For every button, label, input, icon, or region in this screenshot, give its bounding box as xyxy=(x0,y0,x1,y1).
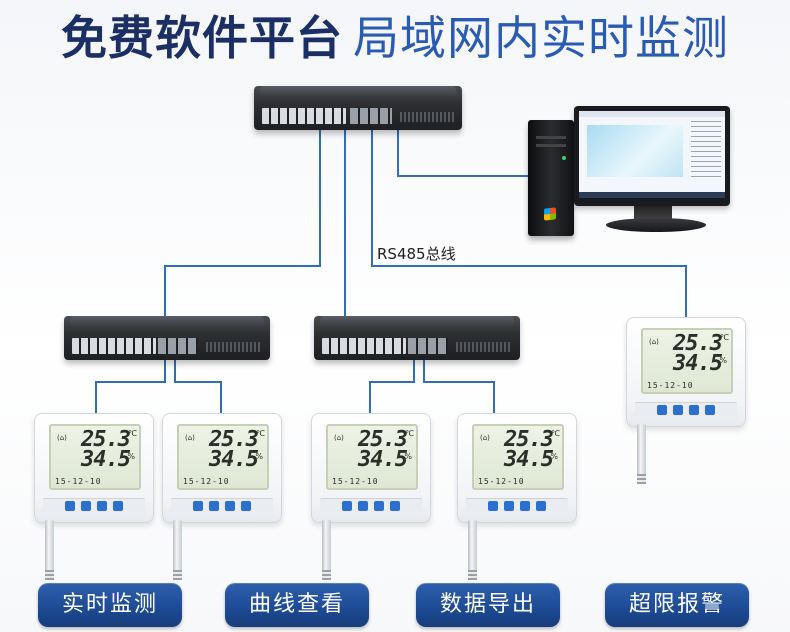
humidity-reading: 34.5 xyxy=(81,447,131,472)
sensor-probe xyxy=(45,520,54,580)
sensor-lcd: (⌂) 25.3 ℃ 34.5 % 15-12-10 xyxy=(49,424,141,490)
temperature-unit: ℃ xyxy=(551,429,560,438)
sensor-keypad xyxy=(320,498,422,513)
temperature-reading: 25.3 xyxy=(673,331,723,356)
feature-button-over-limit-alarm[interactable]: 超限报警 xyxy=(605,583,749,627)
sensor-probe xyxy=(173,520,182,580)
sensor-lcd: (⌂) 25.3 ℃ 34.5 % 15-12-10 xyxy=(641,328,733,394)
temperature-reading: 25.3 xyxy=(504,427,554,452)
wire-rs485-bus xyxy=(371,128,687,318)
temperature-unit: ℃ xyxy=(720,333,729,342)
monitor xyxy=(574,106,730,206)
wire-left-sensor-1 xyxy=(95,358,166,414)
humidity-unit: % xyxy=(404,452,412,461)
sensor-device-5: (⌂) 25.3 ℃ 34.5 % 15-12-10 xyxy=(626,317,746,484)
sensor-keypad xyxy=(171,498,273,513)
title-part-2: 局域网内实时监测 xyxy=(353,11,729,65)
wire-left-sensor-2 xyxy=(174,358,222,414)
sensor-date: 15-12-10 xyxy=(478,477,525,486)
feature-button-data-export[interactable]: 数据导出 xyxy=(416,583,560,627)
sensor-keypad xyxy=(43,498,145,513)
sensor-keypad xyxy=(635,402,737,417)
sensor-probe xyxy=(468,520,477,580)
humidity-reading: 34.5 xyxy=(673,351,723,376)
sensor-lcd: (⌂) 25.3 ℃ 34.5 % 15-12-10 xyxy=(472,424,564,490)
wire-switch-to-pc xyxy=(397,128,530,177)
sensor-device-1: (⌂) 25.3 ℃ 34.5 % 15-12-10 xyxy=(34,413,154,580)
temperature-unit: ℃ xyxy=(128,429,137,438)
sensor-date: 15-12-10 xyxy=(183,477,230,486)
wire-switch-to-left-switch xyxy=(164,128,321,318)
access-switch-middle xyxy=(314,316,520,360)
humidity-reading: 34.5 xyxy=(504,447,554,472)
pc-tower xyxy=(528,120,574,236)
temperature-reading: 25.3 xyxy=(81,427,131,452)
humidity-unit: % xyxy=(255,452,263,461)
sensor-device-3: (⌂) 25.3 ℃ 34.5 % 15-12-10 xyxy=(311,413,431,580)
wire-middle-sensor-1 xyxy=(369,358,415,414)
sensor-date: 15-12-10 xyxy=(55,477,102,486)
monitor-stand xyxy=(634,206,672,220)
temperature-unit: ℃ xyxy=(256,429,265,438)
wire-middle-sensor-2 xyxy=(423,358,495,414)
humidity-reading: 34.5 xyxy=(209,447,259,472)
sensor-date: 15-12-10 xyxy=(647,381,694,390)
rs485-bus-label: RS485总线 xyxy=(377,245,456,263)
title-part-1: 免费软件平台 xyxy=(61,11,343,65)
sensor-keypad xyxy=(466,498,568,513)
sensor-date: 15-12-10 xyxy=(332,477,379,486)
sensor-device-2: (⌂) 25.3 ℃ 34.5 % 15-12-10 xyxy=(162,413,282,580)
sensor-probe xyxy=(637,424,646,484)
feature-button-curve-view[interactable]: 曲线查看 xyxy=(225,583,369,627)
humidity-unit: % xyxy=(550,452,558,461)
sensor-lcd: (⌂) 25.3 ℃ 34.5 % 15-12-10 xyxy=(177,424,269,490)
feature-button-realtime-monitoring[interactable]: 实时监测 xyxy=(38,583,182,627)
humidity-reading: 34.5 xyxy=(358,447,408,472)
humidity-unit: % xyxy=(127,452,135,461)
temperature-reading: 25.3 xyxy=(209,427,259,452)
sensor-probe xyxy=(322,520,331,580)
windows-logo-icon xyxy=(544,207,556,221)
humidity-unit: % xyxy=(719,356,727,365)
sensor-lcd: (⌂) 25.3 ℃ 34.5 % 15-12-10 xyxy=(326,424,418,490)
page-title: 免费软件平台局域网内实时监测 xyxy=(0,6,790,70)
sensor-device-4: (⌂) 25.3 ℃ 34.5 % 15-12-10 xyxy=(457,413,577,580)
core-switch xyxy=(254,86,462,130)
temperature-unit: ℃ xyxy=(405,429,414,438)
access-switch-left xyxy=(64,316,270,360)
monitor-screen xyxy=(579,111,725,198)
temperature-reading: 25.3 xyxy=(358,427,408,452)
monitor-base xyxy=(606,218,706,232)
